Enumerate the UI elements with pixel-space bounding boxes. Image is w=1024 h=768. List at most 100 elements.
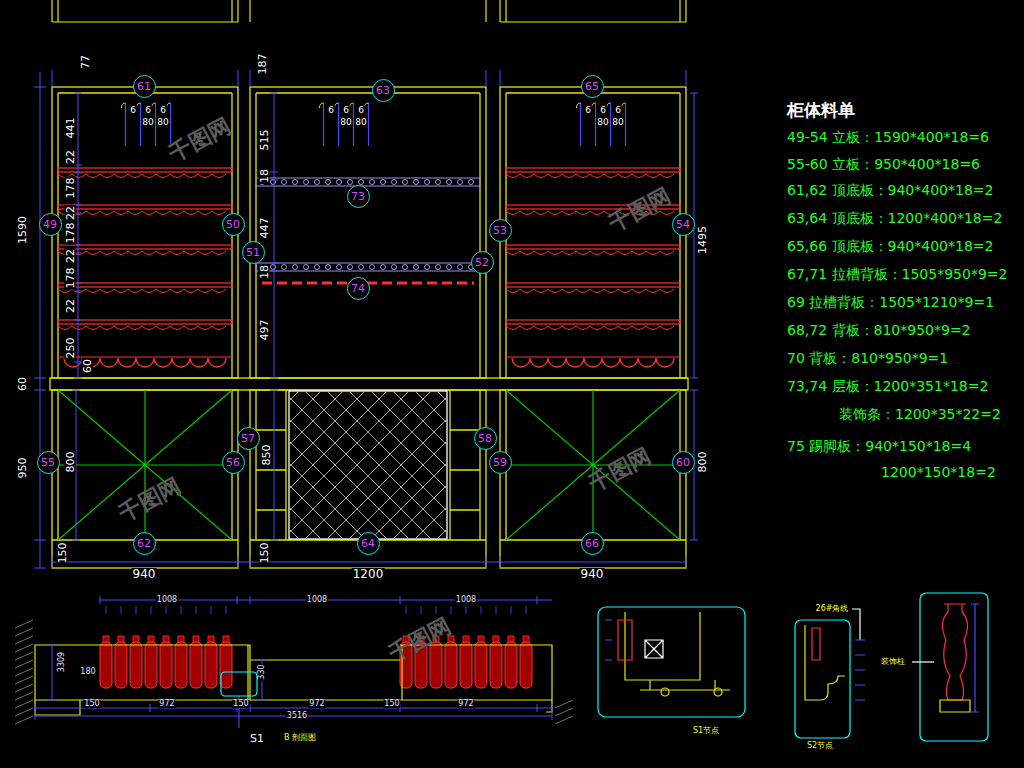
callout-circle: 55 bbox=[37, 451, 60, 474]
callout-number: 64 bbox=[361, 538, 375, 549]
callout-circle: 56 bbox=[222, 451, 245, 474]
dimension-value: 972 bbox=[308, 700, 325, 708]
dimension-value: 80 bbox=[141, 118, 154, 127]
wine-rack-detail bbox=[58, 320, 232, 324]
wall-hatch bbox=[555, 708, 573, 716]
dimension-value: 6 bbox=[159, 106, 167, 115]
wine-rack-detail bbox=[196, 606, 197, 614]
diamond-lattice bbox=[290, 392, 320, 538]
detail-s3 bbox=[971, 604, 979, 712]
callout-circle: 54 bbox=[672, 213, 695, 236]
wine-rack-detail bbox=[320, 103, 324, 108]
wine-rack-detail bbox=[293, 265, 298, 270]
dimension-value: 22 bbox=[65, 298, 76, 314]
wine-rack-detail bbox=[506, 357, 680, 358]
wall-hatch bbox=[15, 708, 33, 716]
wall-hatch bbox=[15, 636, 33, 644]
wine-rack-detail bbox=[326, 265, 331, 270]
dimension-value: 80 bbox=[611, 118, 624, 127]
detail-s1 bbox=[625, 612, 700, 680]
wine-rack-detail bbox=[511, 606, 512, 614]
diamond-lattice bbox=[290, 392, 408, 538]
wine-rack-detail bbox=[580, 103, 581, 146]
cabinet-frame bbox=[256, 93, 480, 378]
wine-rack-detail bbox=[167, 103, 171, 108]
wine-rack-detail bbox=[506, 320, 680, 324]
wine-rack-detail bbox=[282, 180, 287, 185]
material-list-row: 68,72 背板：810*950*9=2 bbox=[786, 323, 972, 337]
wine-rack-detail bbox=[425, 180, 430, 185]
dimension-value: 6 bbox=[144, 106, 152, 115]
callout-circle: 51 bbox=[242, 241, 265, 264]
detail-caption: S1节点 bbox=[692, 727, 720, 735]
wine-rack-detail bbox=[403, 180, 408, 185]
callout-circle: 74 bbox=[347, 277, 370, 300]
material-list-row: 1200*150*18=2 bbox=[880, 465, 997, 479]
detail-caption: S2节点 bbox=[806, 742, 834, 750]
dimension-value: 18 bbox=[259, 264, 270, 280]
callout-number: 53 bbox=[493, 225, 507, 236]
wine-rack-detail bbox=[506, 174, 674, 178]
dimension-value: 22 bbox=[65, 205, 76, 221]
wine-rack-detail bbox=[592, 103, 596, 108]
callout-number: 50 bbox=[226, 219, 240, 230]
section-dimension-lines bbox=[48, 645, 266, 700]
wine-rack-detail bbox=[137, 103, 141, 108]
wall-hatch bbox=[15, 716, 33, 724]
material-list-row: 73,74 层板：1200*351*18=2 bbox=[786, 379, 989, 393]
wine-rack-detail bbox=[175, 642, 187, 688]
wine-rack-detail bbox=[425, 265, 430, 270]
dimension-lines bbox=[270, 93, 278, 378]
callout-number: 62 bbox=[137, 538, 151, 549]
section-dimension-lines bbox=[35, 596, 552, 728]
detail-s2 bbox=[795, 620, 850, 738]
dimension-value: 3309 bbox=[58, 651, 66, 673]
callout-circle: 66 bbox=[581, 532, 604, 555]
wine-rack-detail bbox=[326, 180, 331, 185]
wine-rack-detail bbox=[577, 103, 581, 108]
cabinet-frame bbox=[250, 87, 486, 378]
detail-s1 bbox=[618, 620, 632, 660]
wine-rack-detail bbox=[359, 180, 364, 185]
material-list-row: 61,62 顶底板：940*400*18=2 bbox=[786, 183, 994, 197]
wine-rack-detail bbox=[170, 103, 171, 146]
diamond-lattice bbox=[416, 392, 446, 538]
door-cross-frame bbox=[58, 390, 680, 540]
callout-number: 58 bbox=[478, 433, 492, 444]
dimension-value: 940 bbox=[132, 568, 157, 580]
dimension-value: 950 bbox=[17, 457, 28, 480]
detail-s1 bbox=[598, 607, 745, 717]
diamond-lattice bbox=[416, 392, 446, 538]
wine-rack-detail bbox=[505, 642, 517, 688]
callout-number: 51 bbox=[246, 247, 260, 258]
wine-rack-detail bbox=[293, 180, 298, 185]
dimension-value: 80 bbox=[354, 118, 367, 127]
dimension-value: 150 bbox=[57, 542, 68, 565]
wine-rack-detail bbox=[58, 174, 226, 178]
detail-s2 bbox=[795, 609, 865, 738]
dimension-value: 178 bbox=[65, 222, 76, 245]
callout-number: 49 bbox=[43, 219, 57, 230]
wine-rack-detail bbox=[166, 606, 167, 614]
wall-hatch bbox=[15, 660, 33, 668]
detail-s2 bbox=[805, 625, 845, 700]
cabinet-frame bbox=[506, 93, 680, 378]
callout-number: 65 bbox=[585, 81, 599, 92]
wine-rack-detail bbox=[506, 251, 674, 255]
door-cross-frame bbox=[58, 390, 680, 540]
dimension-value: 1200 bbox=[352, 568, 385, 580]
wine-rack-detail bbox=[106, 606, 107, 614]
callout-circle: 49 bbox=[39, 213, 62, 236]
dimension-lines bbox=[34, 70, 698, 568]
wall-hatch bbox=[15, 628, 33, 636]
detail-s3 bbox=[942, 604, 967, 700]
wine-rack-detail bbox=[506, 245, 680, 249]
diamond-lattice bbox=[306, 392, 446, 538]
wine-rack-detail bbox=[125, 103, 126, 146]
diamond-lattice bbox=[290, 392, 364, 538]
wine-rack-detail bbox=[403, 265, 408, 270]
wall-hatch bbox=[15, 668, 33, 676]
cabinet-frame bbox=[250, 390, 486, 568]
dimension-lines bbox=[72, 93, 698, 540]
